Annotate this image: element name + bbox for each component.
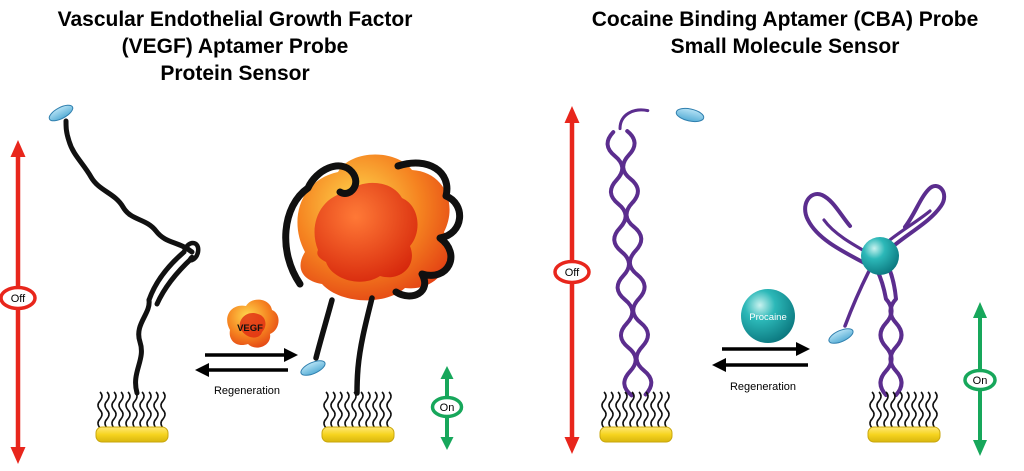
thiol-monolayer xyxy=(869,391,938,429)
junction-arm-right xyxy=(889,184,947,250)
electrode xyxy=(321,391,395,443)
redox-label-ellipse xyxy=(675,107,705,123)
off-badge xyxy=(0,285,37,311)
arrow-right-icon xyxy=(796,342,810,356)
bound-procaine-sphere xyxy=(861,237,899,275)
left-on-arrow: On xyxy=(430,366,464,450)
left-equilibrium-arrows: Regeneration xyxy=(195,348,298,397)
cba-bound-junction xyxy=(803,184,947,397)
aptamer-label-strand xyxy=(313,297,335,361)
left-title-line2: (VEGF) Aptamer Probe xyxy=(121,35,349,58)
vegf-blob-inner xyxy=(239,312,266,338)
electrode xyxy=(95,391,169,443)
arrow-down-icon xyxy=(973,440,987,456)
arrow-left-icon xyxy=(712,358,726,372)
left-panel-title: Vascular Endothelial Growth Factor (VEGF… xyxy=(20,6,450,87)
on-label: On xyxy=(973,375,988,387)
aptamer-wrap-strand xyxy=(282,162,360,288)
arrow-down-icon xyxy=(440,437,454,450)
regeneration-label: Regeneration xyxy=(730,381,796,393)
arrow-up-icon xyxy=(564,106,580,123)
on-badge xyxy=(963,368,997,392)
aptamer-strand xyxy=(133,297,152,396)
aptamer-strand xyxy=(63,118,195,255)
on-badge xyxy=(430,395,464,419)
helix-strand xyxy=(621,129,654,397)
gold-electrode-bar xyxy=(321,426,395,443)
electrode xyxy=(599,391,673,443)
arrow-down-icon xyxy=(564,437,580,454)
thiol-monolayer xyxy=(323,391,392,429)
right-title-line1: Cocaine Binding Aptamer (CBA) Probe xyxy=(591,8,979,31)
arrow-up-icon xyxy=(973,302,987,318)
redox-label-ellipse xyxy=(300,360,326,376)
left-off-arrow: Off xyxy=(0,140,37,464)
gold-electrode-bar xyxy=(867,426,941,443)
gold-electrode-bar xyxy=(95,426,169,443)
cba-helix-unbound xyxy=(605,108,654,398)
aptamer-loop xyxy=(181,240,201,263)
right-off-arrow: Off xyxy=(553,106,591,454)
procaine-sphere xyxy=(741,289,795,343)
aptamer-strand xyxy=(154,255,195,307)
vegf-aptamer-bound-complex xyxy=(282,154,464,396)
off-label: Off xyxy=(11,293,26,305)
off-badge xyxy=(553,259,591,285)
arrow-up-icon xyxy=(440,366,454,379)
right-on-arrow: On xyxy=(963,302,997,456)
junction-stem-strand xyxy=(875,268,894,397)
junction-stem-strand xyxy=(887,266,904,397)
thiol-monolayer xyxy=(97,391,166,429)
right-panel-title: Cocaine Binding Aptamer (CBA) Probe Smal… xyxy=(555,6,1015,60)
left-title-line1: Vascular Endothelial Growth Factor xyxy=(57,8,413,31)
on-label: On xyxy=(440,402,455,414)
procaine-label: Procaine xyxy=(749,312,787,323)
aptamer-strand xyxy=(146,249,187,303)
electrode xyxy=(867,391,941,443)
redox-label-ellipse xyxy=(48,104,74,122)
aptamer-tail-strand xyxy=(354,295,375,396)
arrow-up-icon xyxy=(10,140,26,157)
left-title-line3: Protein Sensor xyxy=(160,62,310,85)
gold-electrode-bar xyxy=(599,426,673,443)
regeneration-label: Regeneration xyxy=(214,385,280,397)
vegf-label: VEGF xyxy=(237,323,263,334)
right-title-line2: Small Molecule Sensor xyxy=(670,35,900,58)
vegf-bound-blob-inner xyxy=(314,182,418,282)
procaine-target: Procaine xyxy=(741,289,795,343)
junction-arm-right-inner xyxy=(884,209,932,245)
arrow-left-icon xyxy=(195,363,209,377)
thiol-monolayer xyxy=(601,391,670,429)
vegf-target: VEGF xyxy=(227,299,279,348)
junction-arm-left xyxy=(803,192,872,268)
arrow-down-icon xyxy=(10,447,26,464)
off-label: Off xyxy=(565,267,580,279)
junction-label-strand xyxy=(843,269,871,328)
helix-top-connector xyxy=(618,108,650,131)
arrow-right-icon xyxy=(284,348,298,362)
redox-label-ellipse xyxy=(828,328,854,344)
right-equilibrium-arrows: Regeneration xyxy=(712,342,810,393)
aptamer-wrap-strand xyxy=(392,159,464,300)
vegf-aptamer-unbound xyxy=(63,118,201,396)
